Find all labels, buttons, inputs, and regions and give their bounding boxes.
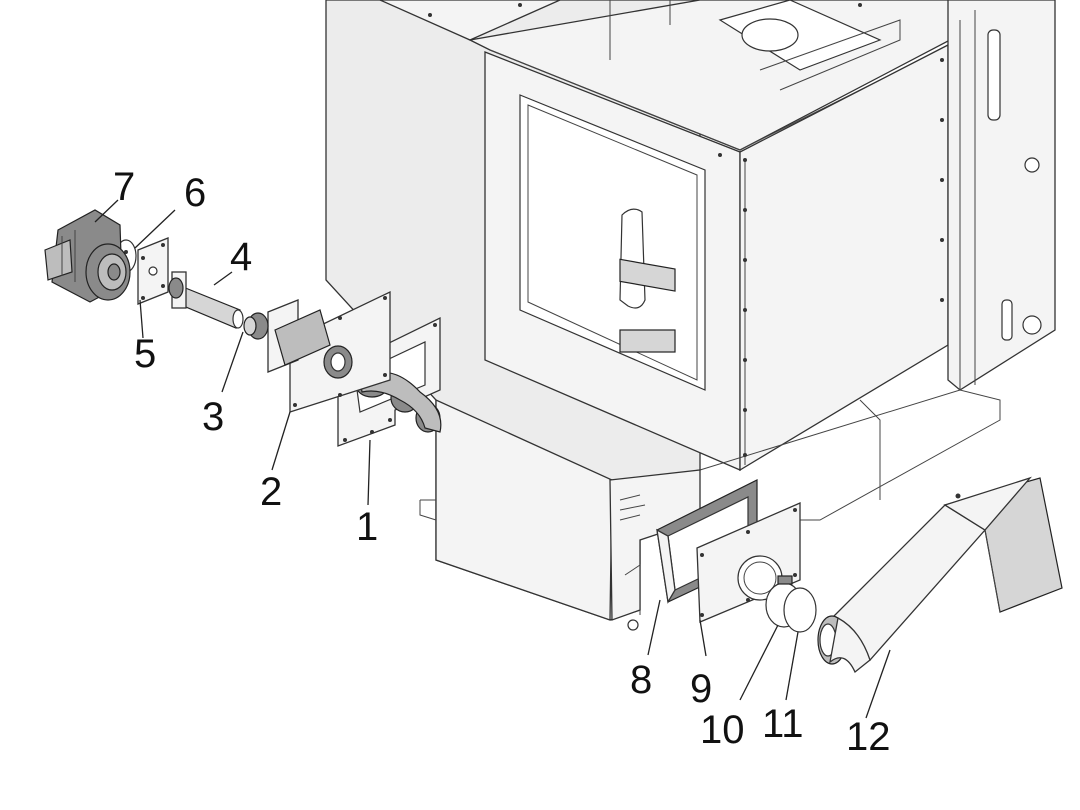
- leader-lines: [94, 199, 891, 719]
- part-3-bearing: [243, 299, 331, 373]
- part-7-gear-motor: [44, 209, 131, 303]
- callout-1: 1: [356, 505, 378, 549]
- callout-4: 4: [230, 235, 252, 279]
- callout-2: 2: [260, 470, 282, 514]
- callout-5: 5: [134, 332, 156, 376]
- part-11-seal-ring: [783, 587, 817, 633]
- part-1-auger-flange: [337, 316, 442, 447]
- callout-8: 8: [630, 658, 652, 702]
- callout-6: 6: [184, 171, 206, 215]
- callout-labels: 1 2 3 4 5 6 7 8 9 10 11 12: [113, 165, 891, 759]
- callout-3: 3: [202, 395, 224, 439]
- cabinet-housing: [325, 0, 1056, 631]
- part-12-feed-chute: [817, 476, 1063, 674]
- part-4-drive-shaft: [168, 271, 244, 329]
- callout-11: 11: [762, 702, 804, 746]
- callout-9: 9: [690, 667, 712, 711]
- callout-10: 10: [700, 708, 745, 752]
- callout-7: 7: [113, 165, 135, 209]
- part-5-motor-plate: [137, 237, 169, 305]
- callout-12: 12: [846, 715, 891, 759]
